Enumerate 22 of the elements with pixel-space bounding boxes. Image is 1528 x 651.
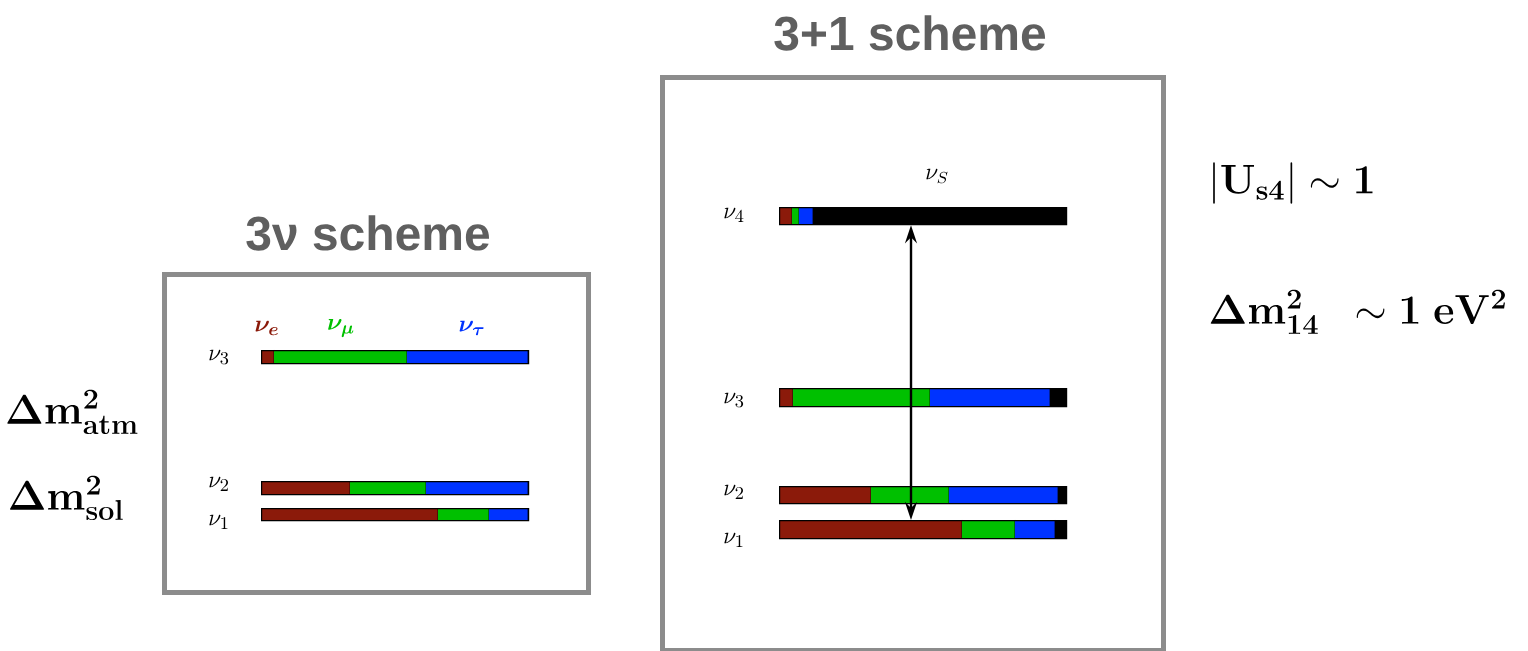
sterile-label: $\nu_S$ [926,168,948,184]
level-label: $\nu_4$ [724,207,744,222]
node-label: 3ν scheme [246,215,490,251]
level-label: $\nu_3$ [209,349,229,365]
mixing-bar [779,206,1068,226]
level-label: $\nu_2$ [209,476,228,491]
level-label: $\nu_1$ [209,514,228,529]
mass-splitting-label: $\mathbf{\Delta m^{2}_{14}\ \ \sim 1\ eV^{2}}$ [1210,289,1505,334]
mixing-label: $\mathbf{|U_{s4}| \sim 1}$ [1213,162,1373,204]
mass-splitting-label: $\mathbf{\Delta m^{2}_{sol}}$ [9,475,123,521]
level-label: $\nu_1$ [724,532,743,547]
mixing-bar [261,507,530,522]
mixing-bar [779,387,1068,408]
level-label: $\nu_2$ [724,484,743,499]
level-label: $\nu_3$ [724,392,744,408]
node-label: 3+1 scheme [774,15,1046,51]
mixing-bar [779,485,1068,505]
mixing-bar [261,480,530,496]
mixing-bar [261,349,530,365]
mixing-bar [779,519,1068,540]
flavour-label: $\nu_e$ [255,320,278,336]
mass-splitting-label: $\mathbf{\Delta m^{2}_{atm}}$ [7,389,138,435]
